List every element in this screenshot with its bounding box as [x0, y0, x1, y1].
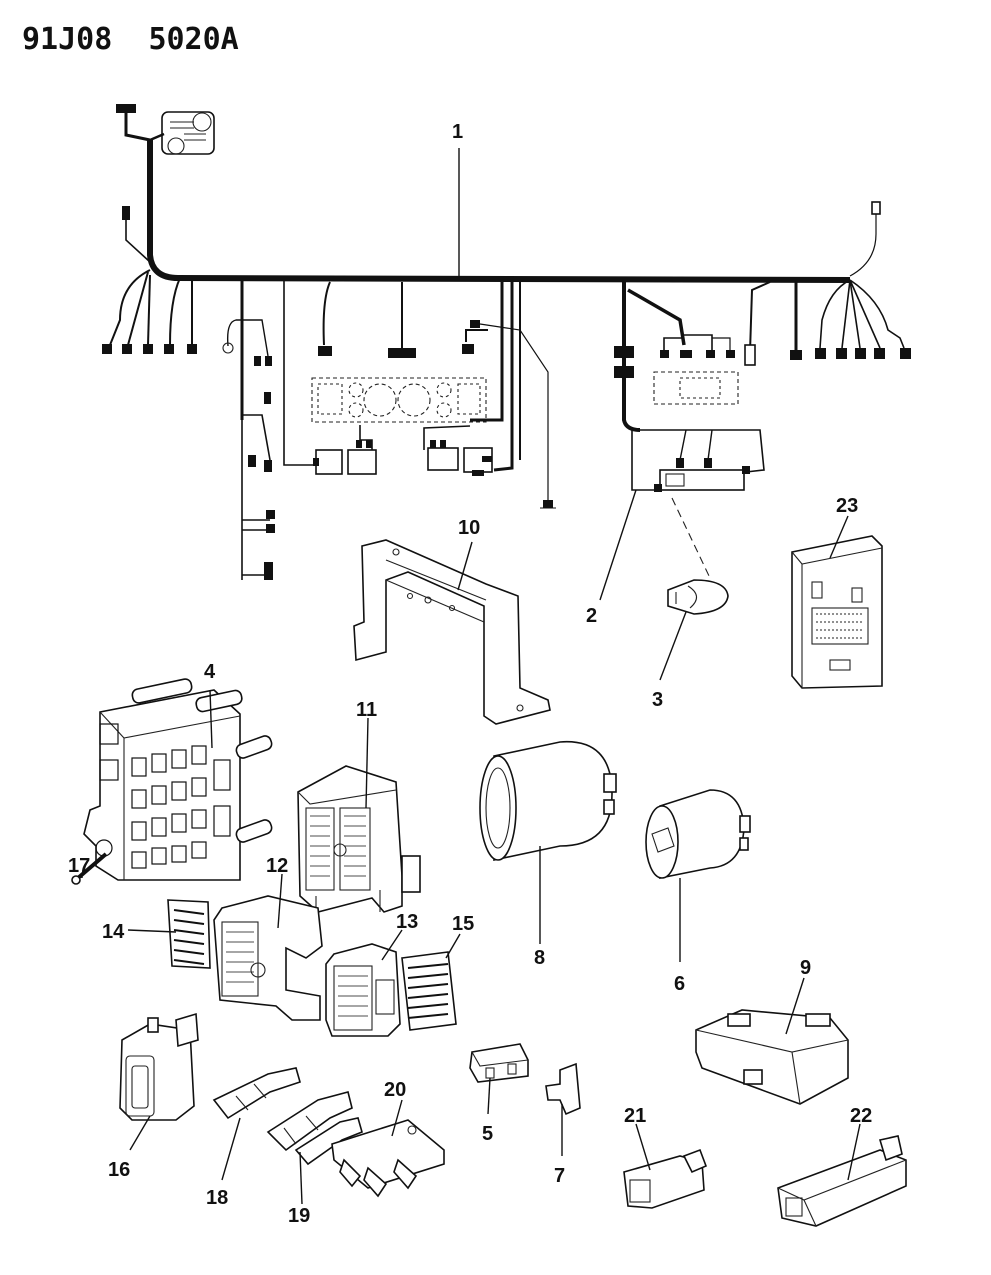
part-18-terminal — [212, 1067, 301, 1120]
callout-3: 3 — [652, 689, 663, 711]
callout-16: 16 — [108, 1159, 130, 1181]
part-3-bulb — [667, 497, 729, 615]
header-ref: 5020A — [148, 22, 239, 57]
callout-6: 6 — [674, 973, 685, 995]
callout-19: 19 — [288, 1205, 310, 1227]
callout-23: 23 — [836, 495, 858, 517]
part-14-terminal-lock — [167, 899, 211, 969]
part-12-connector — [213, 895, 323, 1021]
callout-17: 17 — [68, 855, 90, 877]
part-23-control-module — [791, 535, 883, 689]
callout-21: 21 — [624, 1105, 646, 1127]
part-5-fuse — [469, 1043, 529, 1083]
callout-22: 22 — [850, 1105, 872, 1127]
callout-labels: 1 2 3 4 5 6 7 8 9 10 11 12 13 14 15 16 1… — [68, 121, 872, 1227]
callout-5: 5 — [482, 1123, 493, 1145]
callout-20: 20 — [384, 1079, 406, 1101]
part-7-clip — [545, 1062, 581, 1116]
callout-14: 14 — [102, 921, 125, 943]
wiring-harness — [102, 104, 911, 580]
header-code: 91J08 — [22, 22, 113, 57]
callout-1: 1 — [452, 121, 463, 143]
part-10-bracket — [353, 539, 551, 725]
callout-18: 18 — [206, 1187, 228, 1209]
part-6-flasher — [645, 789, 751, 879]
diagram-header: 91J08 5020A — [22, 22, 239, 57]
part-22-connector — [777, 1135, 907, 1227]
part-16-housing — [119, 1012, 199, 1121]
part-19-terminal — [266, 1091, 363, 1166]
callout-15: 15 — [452, 913, 474, 935]
part-15-terminal-lock — [401, 951, 457, 1031]
part-11-connector — [297, 765, 421, 916]
callout-8: 8 — [534, 947, 545, 969]
callout-2: 2 — [586, 605, 597, 627]
callout-7: 7 — [554, 1165, 565, 1187]
callout-13: 13 — [396, 911, 418, 933]
part-20-terminal-strip — [331, 1119, 445, 1198]
part-21-connector — [623, 1148, 708, 1209]
leader-lines — [81, 148, 861, 1205]
part-9-module — [695, 1009, 849, 1105]
part-4-fuse-block — [83, 678, 273, 881]
callout-9: 9 — [800, 957, 811, 979]
instrument-cluster-outline — [311, 377, 487, 423]
harness-top-plug — [161, 111, 215, 155]
part-8-flasher — [479, 741, 617, 861]
callout-11: 11 — [356, 699, 377, 721]
callout-4: 4 — [204, 661, 216, 683]
callout-10: 10 — [458, 517, 480, 539]
callout-12: 12 — [266, 855, 288, 877]
part-13-connector — [325, 943, 401, 1037]
